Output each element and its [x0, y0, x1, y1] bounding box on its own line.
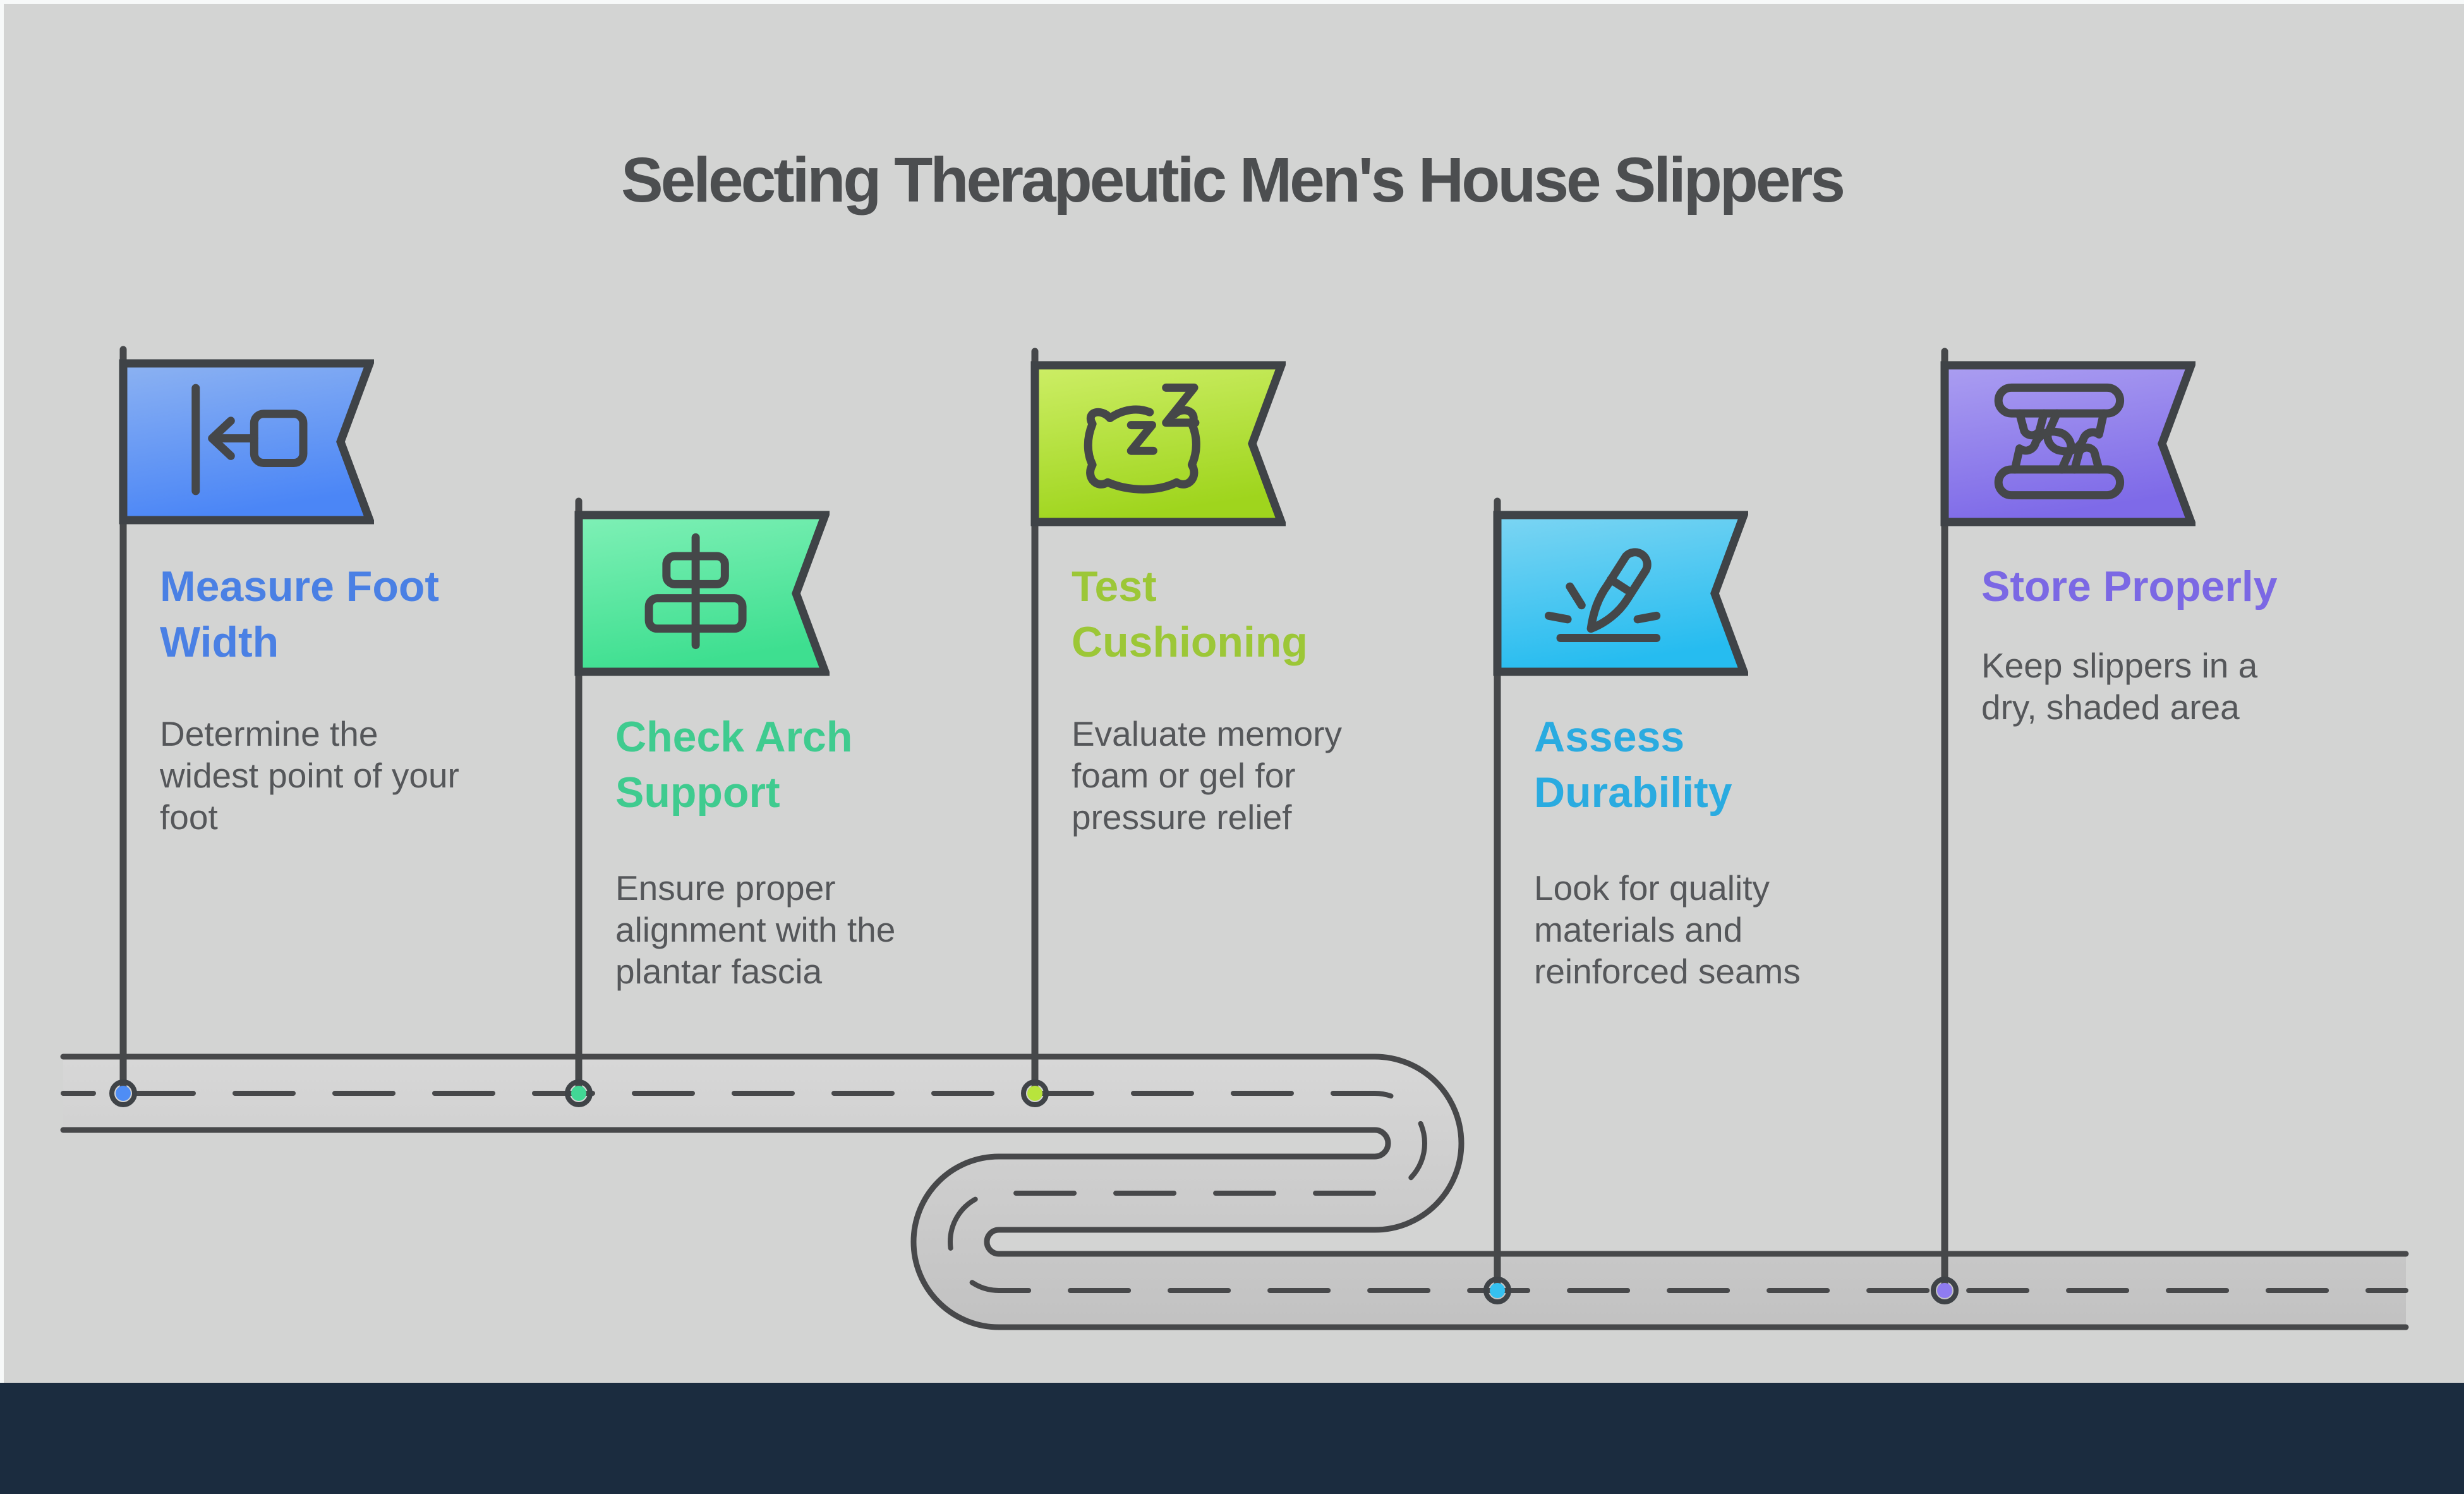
- width-measure-icon: [191, 384, 308, 495]
- flag-step-3: [1030, 361, 1286, 526]
- milestone-dot-1: [109, 1079, 137, 1107]
- edge-highlight-top: [0, 0, 2464, 4]
- step-description-4: Look for quality materials and reinforce…: [1534, 868, 1801, 991]
- edge-highlight-left: [0, 0, 4, 1383]
- milestone-dot-2: [565, 1079, 593, 1107]
- flag-step-4: [1493, 511, 1748, 676]
- page-title: Selecting Therapeutic Men's House Slippe…: [620, 145, 1845, 216]
- knife-cut-icon: [1545, 548, 1661, 642]
- step-description-2: Ensure proper alignment with the plantar…: [615, 868, 896, 991]
- step-title-1: Measure Foot Width: [160, 562, 440, 666]
- step-description-1: Determine the widest point of your foot: [160, 714, 459, 837]
- align-center-icon: [644, 533, 747, 650]
- flag-step-1: [119, 359, 374, 525]
- pillow-sleep-icon: [1084, 383, 1200, 494]
- step-description-5: Keep slippers in a dry, shaded area: [1981, 646, 2258, 727]
- milestone-dot-3: [1021, 1079, 1049, 1107]
- road-surface: [63, 1057, 2406, 1327]
- road-border-inner: [60, 1127, 2409, 1330]
- road-border-outer: [60, 1054, 2409, 1257]
- flag-step-5: [1940, 361, 2195, 526]
- footer-bar: [0, 1383, 2464, 1494]
- step-title-4: Assess Durability: [1534, 713, 1732, 817]
- milestone-dot-5: [1931, 1277, 1959, 1304]
- step-title-2: Check Arch Support: [615, 713, 853, 817]
- flag-step-2: [574, 511, 830, 676]
- step-description-3: Evaluate memory foam or gel for pressure…: [1072, 714, 1342, 837]
- milestone-dot-4: [1483, 1277, 1511, 1304]
- step-title-5: Store Properly: [1981, 562, 2278, 610]
- slippers-shelf-icon: [1994, 383, 2125, 500]
- step-title-3: Test Cushioning: [1072, 562, 1308, 666]
